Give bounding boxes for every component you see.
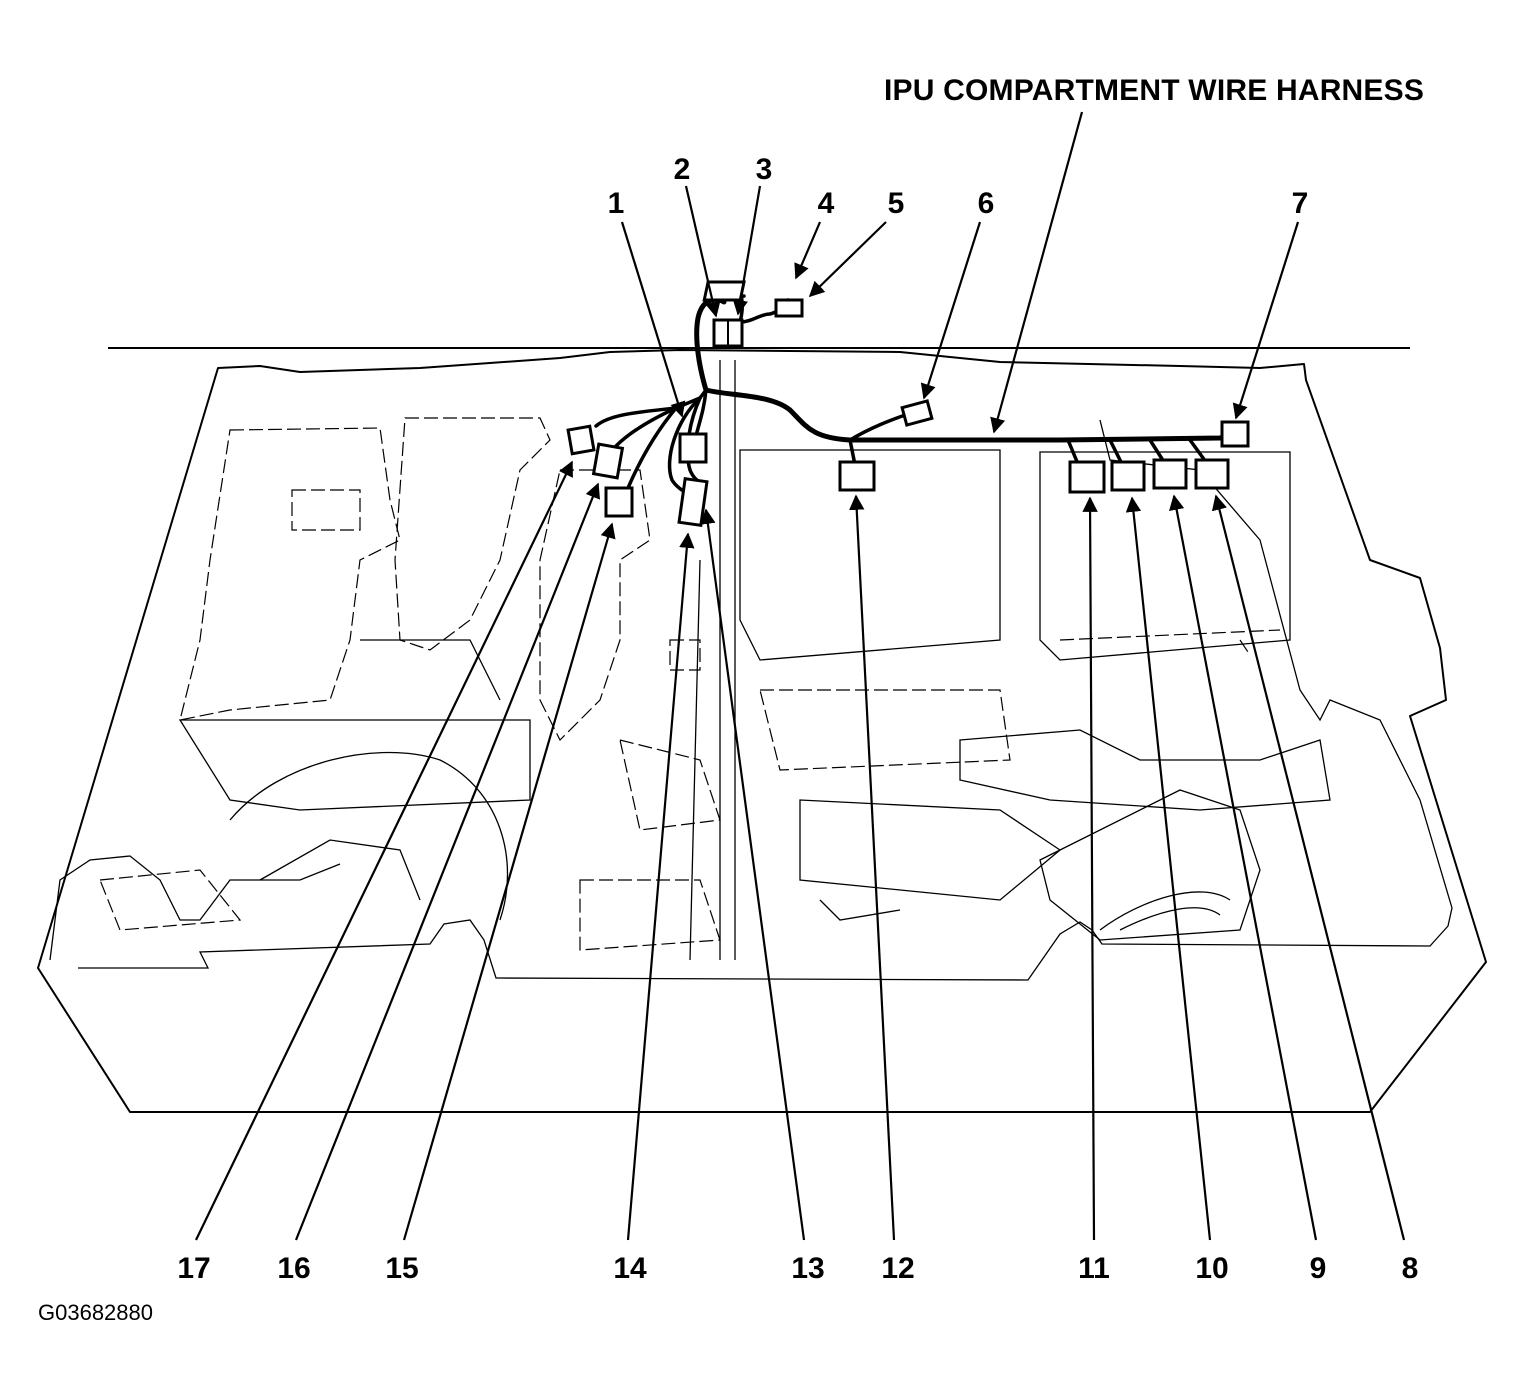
leader-2 [684,185,721,318]
callout-14: 14 [613,1252,647,1285]
callout-6: 6 [978,187,995,220]
leader-6 [920,221,982,400]
connector-2-3 [712,318,744,348]
connector-6 [900,399,934,427]
connector-15 [604,486,634,518]
callout-15: 15 [385,1252,418,1285]
callout-3: 3 [756,153,773,186]
connector-1 [678,432,708,464]
diagram-title: IPU COMPARTMENT WIRE HARNESS [884,74,1424,107]
connector-8 [1194,458,1230,490]
connector-10 [1110,460,1146,492]
compartment-tray [37,347,1487,1113]
callout-12: 12 [881,1252,914,1285]
connector-16 [591,442,625,480]
leader-3 [732,185,762,316]
leader-lines [195,111,1406,1241]
leader-16 [294,482,601,1241]
leader-1 [620,221,686,418]
callout-8: 8 [1402,1252,1419,1285]
connector-11 [1068,460,1106,494]
callout-16: 16 [277,1252,310,1285]
callout-1: 1 [608,187,625,220]
leader-14 [626,532,695,1241]
internal-module-detail [99,360,1331,961]
leader-8 [1211,494,1406,1241]
callout-11: 11 [1078,1252,1110,1285]
connector-12 [838,460,876,492]
wire-harness [594,294,1235,500]
leader-15 [402,522,616,1241]
connector-13-14 [677,476,709,528]
callout-17: 17 [177,1252,210,1285]
leader-17 [195,460,573,1241]
callout-13: 13 [791,1252,824,1285]
connector-9 [1152,458,1188,490]
connector-17 [566,424,596,456]
callout-9: 9 [1310,1252,1327,1285]
connector-4-5 [702,280,804,318]
leader-7 [1232,221,1300,420]
callout-5: 5 [888,187,905,220]
figure-code: G03682880 [38,1300,153,1325]
callout-10: 10 [1195,1252,1228,1285]
leader-10 [1125,496,1212,1241]
leader-5 [808,221,887,298]
leader-12 [849,494,896,1241]
callout-2: 2 [674,153,691,186]
leader-13 [700,508,806,1241]
leader-4 [794,221,822,280]
leader-9 [1169,494,1318,1241]
callout-7: 7 [1292,187,1309,220]
callout-4: 4 [818,187,835,220]
leader-harness [990,111,1084,434]
leader-11 [1082,496,1098,1241]
connector-7 [1220,420,1250,448]
connectors [566,280,1250,528]
